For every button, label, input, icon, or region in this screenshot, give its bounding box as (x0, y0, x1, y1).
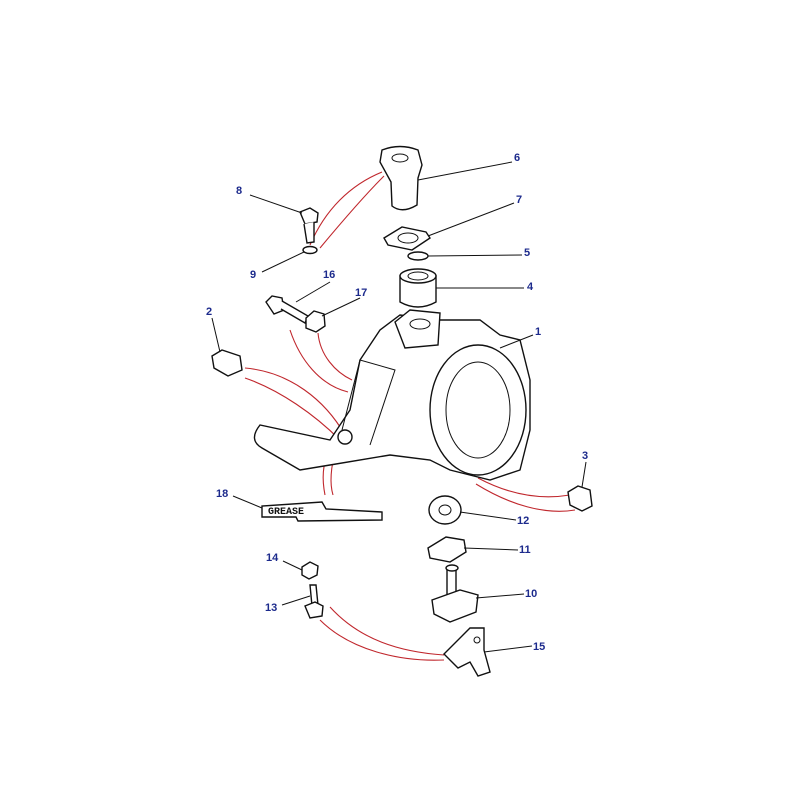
part-9-spring-washer (302, 245, 318, 255)
assembly-connectors (244, 171, 576, 661)
part-18-grease-tube: GREASE (261, 501, 383, 522)
part-1-swivel-pin-housing (253, 309, 531, 481)
label-13: 13 (265, 602, 277, 614)
label-12: 12 (517, 515, 529, 527)
label-7: 7 (516, 194, 522, 206)
part-11-shim (427, 536, 467, 563)
part-2-plug (211, 349, 243, 377)
label-15: 15 (533, 641, 545, 653)
part-10-lower-swivel-pin (431, 564, 479, 623)
label-16: 16 (323, 269, 335, 281)
part-8-bolt (299, 207, 319, 244)
label-14: 14 (266, 552, 279, 564)
label-11: 11 (519, 544, 531, 556)
part-7-shim (383, 226, 431, 251)
part-5-washer (407, 251, 429, 261)
part-16-bolt (265, 295, 309, 325)
label-17: 17 (355, 287, 367, 299)
label-8: 8 (236, 185, 242, 197)
grease-tube-text: GREASE (268, 507, 304, 518)
label-18: 18 (216, 488, 228, 500)
part-3-plug (567, 485, 593, 512)
label-9: 9 (250, 269, 256, 281)
label-4: 4 (527, 281, 534, 293)
part-6-upper-swivel-pin-housing (379, 145, 423, 211)
part-4-bearing (399, 268, 437, 308)
label-5: 5 (524, 247, 530, 259)
part-12-lower-bearing (428, 495, 462, 525)
part-17-nut (305, 310, 326, 333)
label-2: 2 (206, 306, 212, 318)
part-15-bracket (443, 627, 491, 677)
part-13-bolt (304, 584, 324, 619)
leader-lines (211, 161, 587, 653)
label-1: 1 (535, 326, 541, 338)
label-6: 6 (514, 152, 520, 164)
part-14-nut (301, 561, 319, 580)
label-10: 10 (525, 588, 537, 600)
label-3: 3 (582, 450, 588, 462)
